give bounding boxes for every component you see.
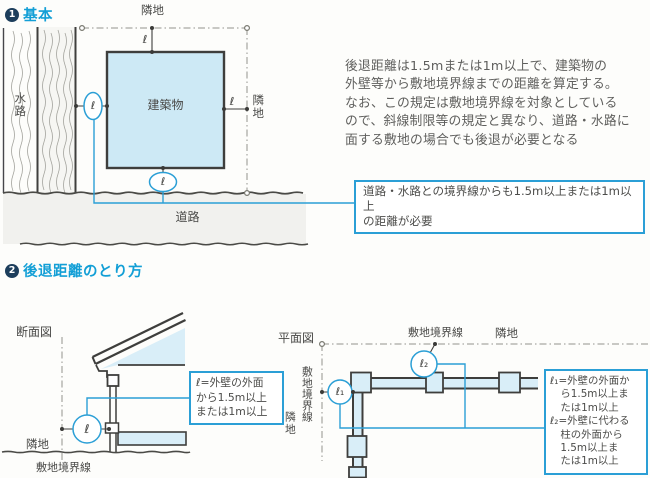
- section1-badge: 1: [5, 7, 19, 22]
- building-plan: [105, 50, 226, 170]
- adjacent-land-label-right: 隣地: [251, 94, 266, 120]
- columns: [346, 371, 521, 478]
- boundary-end-markers-1: [78, 25, 251, 197]
- explanation-paragraph: 後退距離は1.5mまたは1m以上で、建築物の 外壁等から敷地境界線までの距離を算…: [345, 59, 630, 148]
- section-view-callout: ℓ=外壁の外面 から1.5m以上 または1m以上: [189, 371, 284, 425]
- sill-step: [104, 422, 120, 434]
- callout-connectors-3: [339, 363, 544, 429]
- section-view: [1, 312, 191, 462]
- ell-bottom-circle: [148, 171, 178, 193]
- section-view-label: 断面図: [16, 325, 53, 339]
- plan-view-label: 平面図: [278, 331, 315, 345]
- ground-line: [1, 450, 191, 454]
- building-label: 建築物: [147, 98, 184, 112]
- ell-label-top: ℓ: [142, 33, 148, 46]
- waterway-label: 水路: [13, 92, 28, 118]
- l1-label: ℓ₁: [335, 386, 345, 398]
- ell-label-section: ℓ: [84, 421, 90, 436]
- adjacent-land-label-plan-top: 隣地: [495, 326, 518, 340]
- waterway-strip: [2, 27, 77, 194]
- road-band: [2, 191, 309, 246]
- section1-heading: 1 基本: [5, 4, 53, 25]
- callout-connector-2: [86, 397, 189, 415]
- ell-section-circle: [72, 414, 102, 444]
- adjacent-land-label-top: 隣地: [141, 3, 164, 17]
- site-boundary-label-section: 敷地境界線: [36, 461, 91, 474]
- section2-heading: 2 後退距離のとり方: [5, 260, 143, 281]
- site-boundary-label-plan-top: 敷地境界線: [408, 326, 463, 339]
- road-label: 道路: [175, 210, 200, 224]
- section2-title: 後退距離のとり方: [23, 264, 143, 280]
- floor-band: [117, 431, 187, 446]
- road-waterway-callout: 道路・水路との境界線からも1.5m以上または1m以上 の距離が必要: [354, 180, 645, 234]
- road-top-edge: [2, 191, 304, 195]
- callout-connectors-1: [93, 119, 354, 204]
- plan-view-callout: ℓ₁=外壁の外面か ら1.5m以上ま たは1m以上 ℓ₂=外壁に代わる 柱の外面…: [544, 369, 648, 475]
- boundary-corner-marker: [319, 341, 326, 348]
- dimension-dots-1: [74, 26, 249, 170]
- beam: [106, 374, 120, 387]
- ell-label-bottom: ℓ: [160, 175, 166, 188]
- h-wall-fill: [352, 378, 538, 388]
- adjacent-land-label-plan-left: 隣地: [283, 411, 297, 436]
- plan-view: [319, 341, 649, 478]
- site-boundary-label-plan-left: 敷地境界線: [300, 366, 314, 423]
- section2-badge: 2: [5, 263, 19, 278]
- road-bottom-edge: [19, 242, 309, 246]
- l2-circle: [410, 350, 438, 378]
- section1-title: 基本: [23, 8, 53, 24]
- attic-fill: [101, 328, 185, 369]
- ell-label-left: ℓ: [90, 99, 96, 112]
- ell-label-right: ℓ: [229, 95, 235, 108]
- ell-left-circle: [83, 91, 103, 121]
- l2-label: ℓ₂: [419, 358, 429, 370]
- adjacent-land-label-section: 隣地: [26, 437, 49, 451]
